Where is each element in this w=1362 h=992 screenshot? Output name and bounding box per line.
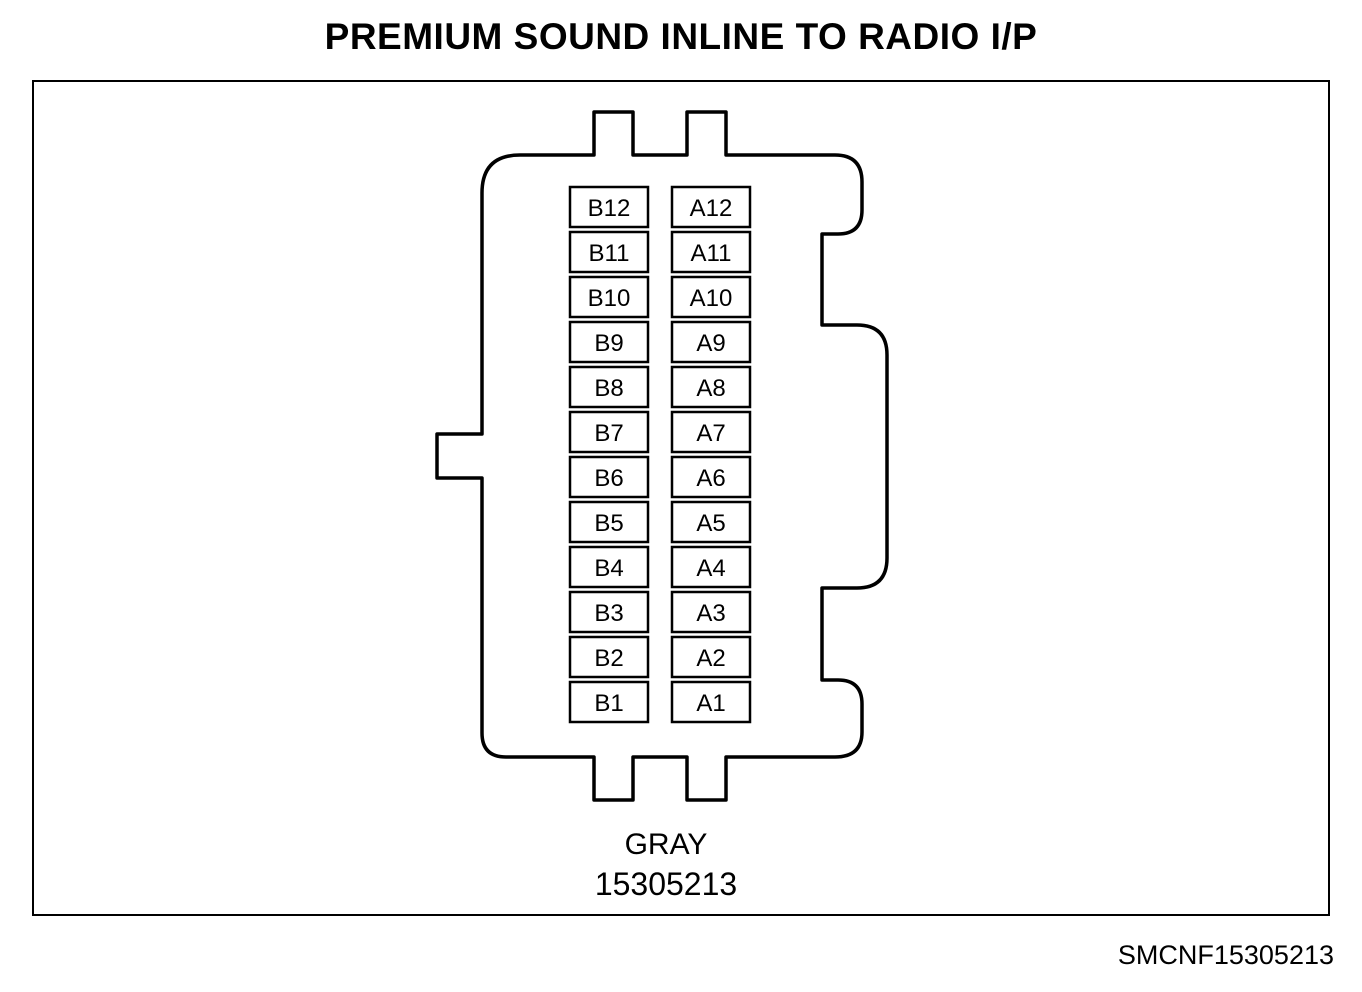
pin-cavity <box>568 275 650 319</box>
pin-b9: B9 <box>568 320 650 364</box>
pin-label: A9 <box>696 330 725 357</box>
pin-label: A4 <box>696 555 725 582</box>
pin-label: A7 <box>696 420 725 447</box>
pin-cavity <box>568 635 650 679</box>
pin-b12: B12 <box>568 185 650 229</box>
pin-label: B10 <box>588 285 631 312</box>
pin-label: A11 <box>691 240 732 267</box>
pin-label: B5 <box>594 510 623 537</box>
pin-cavity <box>568 365 650 409</box>
pin-label: B12 <box>588 195 631 222</box>
pin-cavity <box>670 365 752 409</box>
pin-cavity <box>568 545 650 589</box>
pin-cavity <box>568 590 650 634</box>
pin-cavity <box>670 590 752 634</box>
pin-cavity <box>568 230 650 274</box>
pin-label: A10 <box>690 285 733 312</box>
pin-label: B11 <box>589 240 630 267</box>
pin-cavity <box>568 455 650 499</box>
pin-a1: A1 <box>670 680 752 724</box>
pin-label: B9 <box>594 330 623 357</box>
pin-a6: A6 <box>670 455 752 499</box>
pin-label: A2 <box>696 645 725 672</box>
pin-b7: B7 <box>568 410 650 454</box>
pin-b5: B5 <box>568 500 650 544</box>
pin-b10: B10 <box>568 275 650 319</box>
pin-label: A1 <box>696 690 725 717</box>
pin-cavity <box>670 455 752 499</box>
pin-cavity <box>568 185 650 229</box>
pin-cavity <box>568 410 650 454</box>
pin-cavity <box>670 185 752 229</box>
pin-b8: B8 <box>568 365 650 409</box>
pin-label: B4 <box>594 555 623 582</box>
pin-a5: A5 <box>670 500 752 544</box>
pin-label: A5 <box>696 510 725 537</box>
pin-a9: A9 <box>670 320 752 364</box>
connector-color: GRAY <box>624 828 708 861</box>
connector-part-number: 15305213 <box>594 866 738 902</box>
page-title: PREMIUM SOUND INLINE TO RADIO I/P <box>324 16 1038 57</box>
pin-label: B7 <box>594 420 623 447</box>
pin-label: B3 <box>594 600 623 627</box>
pin-b3: B3 <box>568 590 650 634</box>
pin-cavity <box>568 680 650 724</box>
pin-label: B8 <box>594 375 623 402</box>
pin-cavity <box>670 275 752 319</box>
pin-cavity <box>568 500 650 544</box>
pin-cavity <box>568 320 650 364</box>
pin-label: A3 <box>696 600 725 627</box>
figure-id: SMCNF15305213 <box>1117 940 1334 970</box>
pin-a11: A11 <box>670 230 752 274</box>
pin-a3: A3 <box>670 590 752 634</box>
pin-label: A6 <box>696 465 725 492</box>
pin-a4: A4 <box>670 545 752 589</box>
pin-a12: A12 <box>670 185 752 229</box>
pin-cavity <box>670 680 752 724</box>
pin-cavity <box>670 635 752 679</box>
pin-cavity <box>670 410 752 454</box>
pin-a10: A10 <box>670 275 752 319</box>
pin-label: A12 <box>690 195 733 222</box>
pin-a2: A2 <box>670 635 752 679</box>
pin-label: B1 <box>594 690 623 717</box>
pin-cavity <box>670 230 752 274</box>
diagram-frame <box>32 80 1330 916</box>
pin-a8: A8 <box>670 365 752 409</box>
pin-label: B6 <box>594 465 623 492</box>
pin-b2: B2 <box>568 635 650 679</box>
connector-housing-outline <box>435 110 889 802</box>
pin-b1: B1 <box>568 680 650 724</box>
pin-label: B2 <box>594 645 623 672</box>
pin-cavity <box>670 545 752 589</box>
pin-label: A8 <box>696 375 725 402</box>
pin-b11: B11 <box>568 230 650 274</box>
pin-b6: B6 <box>568 455 650 499</box>
pin-b4: B4 <box>568 545 650 589</box>
pin-a7: A7 <box>670 410 752 454</box>
pin-cavity <box>670 500 752 544</box>
pin-cavity <box>670 320 752 364</box>
